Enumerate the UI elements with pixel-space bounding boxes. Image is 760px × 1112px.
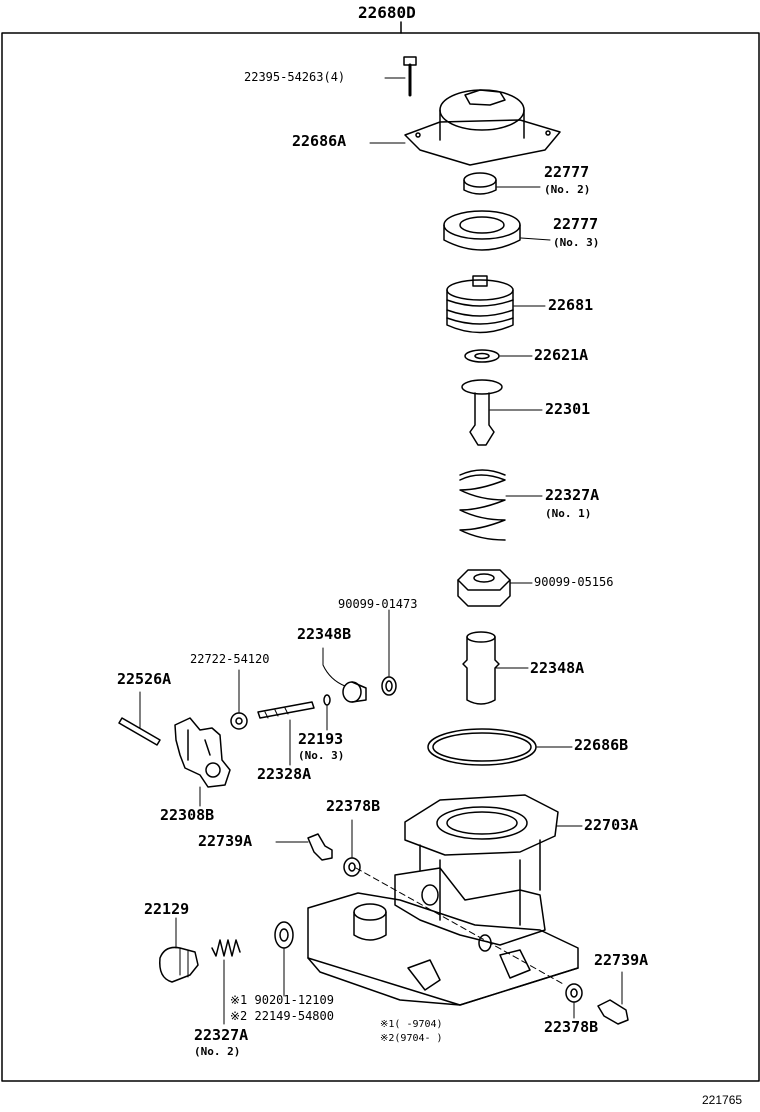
label-22193-sub: (No. 3) xyxy=(298,749,345,762)
bolt-22395 xyxy=(384,56,417,97)
plug-22129 xyxy=(159,917,199,983)
label-22328A: 22328A xyxy=(257,765,312,783)
label-22327A-no2-sub: (No. 2) xyxy=(194,1045,241,1058)
spring-22327A-no1 xyxy=(459,469,543,541)
label-22722: 22722-54120 xyxy=(190,652,270,666)
nut-22378B-top xyxy=(343,819,361,877)
sleeve-22348A xyxy=(462,631,529,705)
ring-90099-01473 xyxy=(381,609,397,696)
spring-22327A-no2 xyxy=(211,939,241,1025)
shaft-22328A xyxy=(257,701,315,766)
label-22301: 22301 xyxy=(545,400,591,418)
base-housing xyxy=(307,867,579,1006)
label-22327A-no1-sub: (No. 1) xyxy=(545,507,592,520)
label-22681: 22681 xyxy=(548,296,594,314)
washer-22722 xyxy=(230,669,248,730)
plug-22348B xyxy=(322,647,367,703)
label-90099-05156: 90099-05156 xyxy=(534,575,614,589)
label-22395: 22395-54263(4) xyxy=(244,70,346,84)
lever-22308B xyxy=(174,717,231,807)
pin-22526A xyxy=(118,691,161,746)
label-22739A-left: 22739A xyxy=(198,832,253,850)
note-2: ※2(9704- ) xyxy=(380,1033,443,1044)
nut-22378B-bottom xyxy=(565,983,583,1019)
label-90099-01473: 90099-01473 xyxy=(338,597,418,611)
label-22378B-bottom: 22378B xyxy=(544,1018,599,1036)
note-1: ※1( -9704) xyxy=(380,1019,443,1030)
bolt-22739A-right xyxy=(597,971,629,1025)
valve-22301 xyxy=(461,379,543,446)
label-22777-no3-sub: (No. 3) xyxy=(553,236,600,249)
label-22686B: 22686B xyxy=(574,736,629,754)
label-22129: 22129 xyxy=(144,900,190,918)
label-22621A: 22621A xyxy=(534,346,589,364)
oring-22686B xyxy=(427,728,573,766)
label-22348B: 22348B xyxy=(297,625,352,643)
label-22193: 22193 xyxy=(298,730,344,748)
label-22686A: 22686A xyxy=(292,132,347,150)
label-22739A-right: 22739A xyxy=(594,951,649,969)
label-22703A: 22703A xyxy=(584,816,639,834)
label-22777-no3: 22777 xyxy=(553,215,599,233)
ring-22777-no3 xyxy=(443,210,551,251)
pin-22193 xyxy=(323,694,331,731)
spring-seat-22681 xyxy=(446,275,546,334)
diagram-reference: 221765 xyxy=(702,1093,743,1107)
cap-22777-no2 xyxy=(463,172,541,195)
label-90201: ※1 90201-12109 xyxy=(230,993,334,1007)
cover-22686A xyxy=(369,89,561,166)
assembly-label: 22680D xyxy=(358,3,416,22)
label-22777-no2: 22777 xyxy=(544,163,590,181)
label-22149: ※2 22149-54800 xyxy=(230,1009,334,1023)
housing-22703A xyxy=(394,794,583,952)
label-22308B: 22308B xyxy=(160,806,215,824)
label-22777-no2-sub: (No. 2) xyxy=(544,183,591,196)
label-22348A: 22348A xyxy=(530,659,585,677)
washer-22621A xyxy=(464,349,533,363)
assembly-frame xyxy=(1,32,760,1082)
bolt-22739A-left xyxy=(275,833,333,861)
nut-90099-05156 xyxy=(457,569,533,607)
label-22327A-no1: 22327A xyxy=(545,486,600,504)
label-22526A: 22526A xyxy=(117,670,172,688)
washer-90201 xyxy=(274,921,294,997)
label-22327A-no2: 22327A xyxy=(194,1026,249,1044)
label-22378B-top: 22378B xyxy=(326,797,381,815)
